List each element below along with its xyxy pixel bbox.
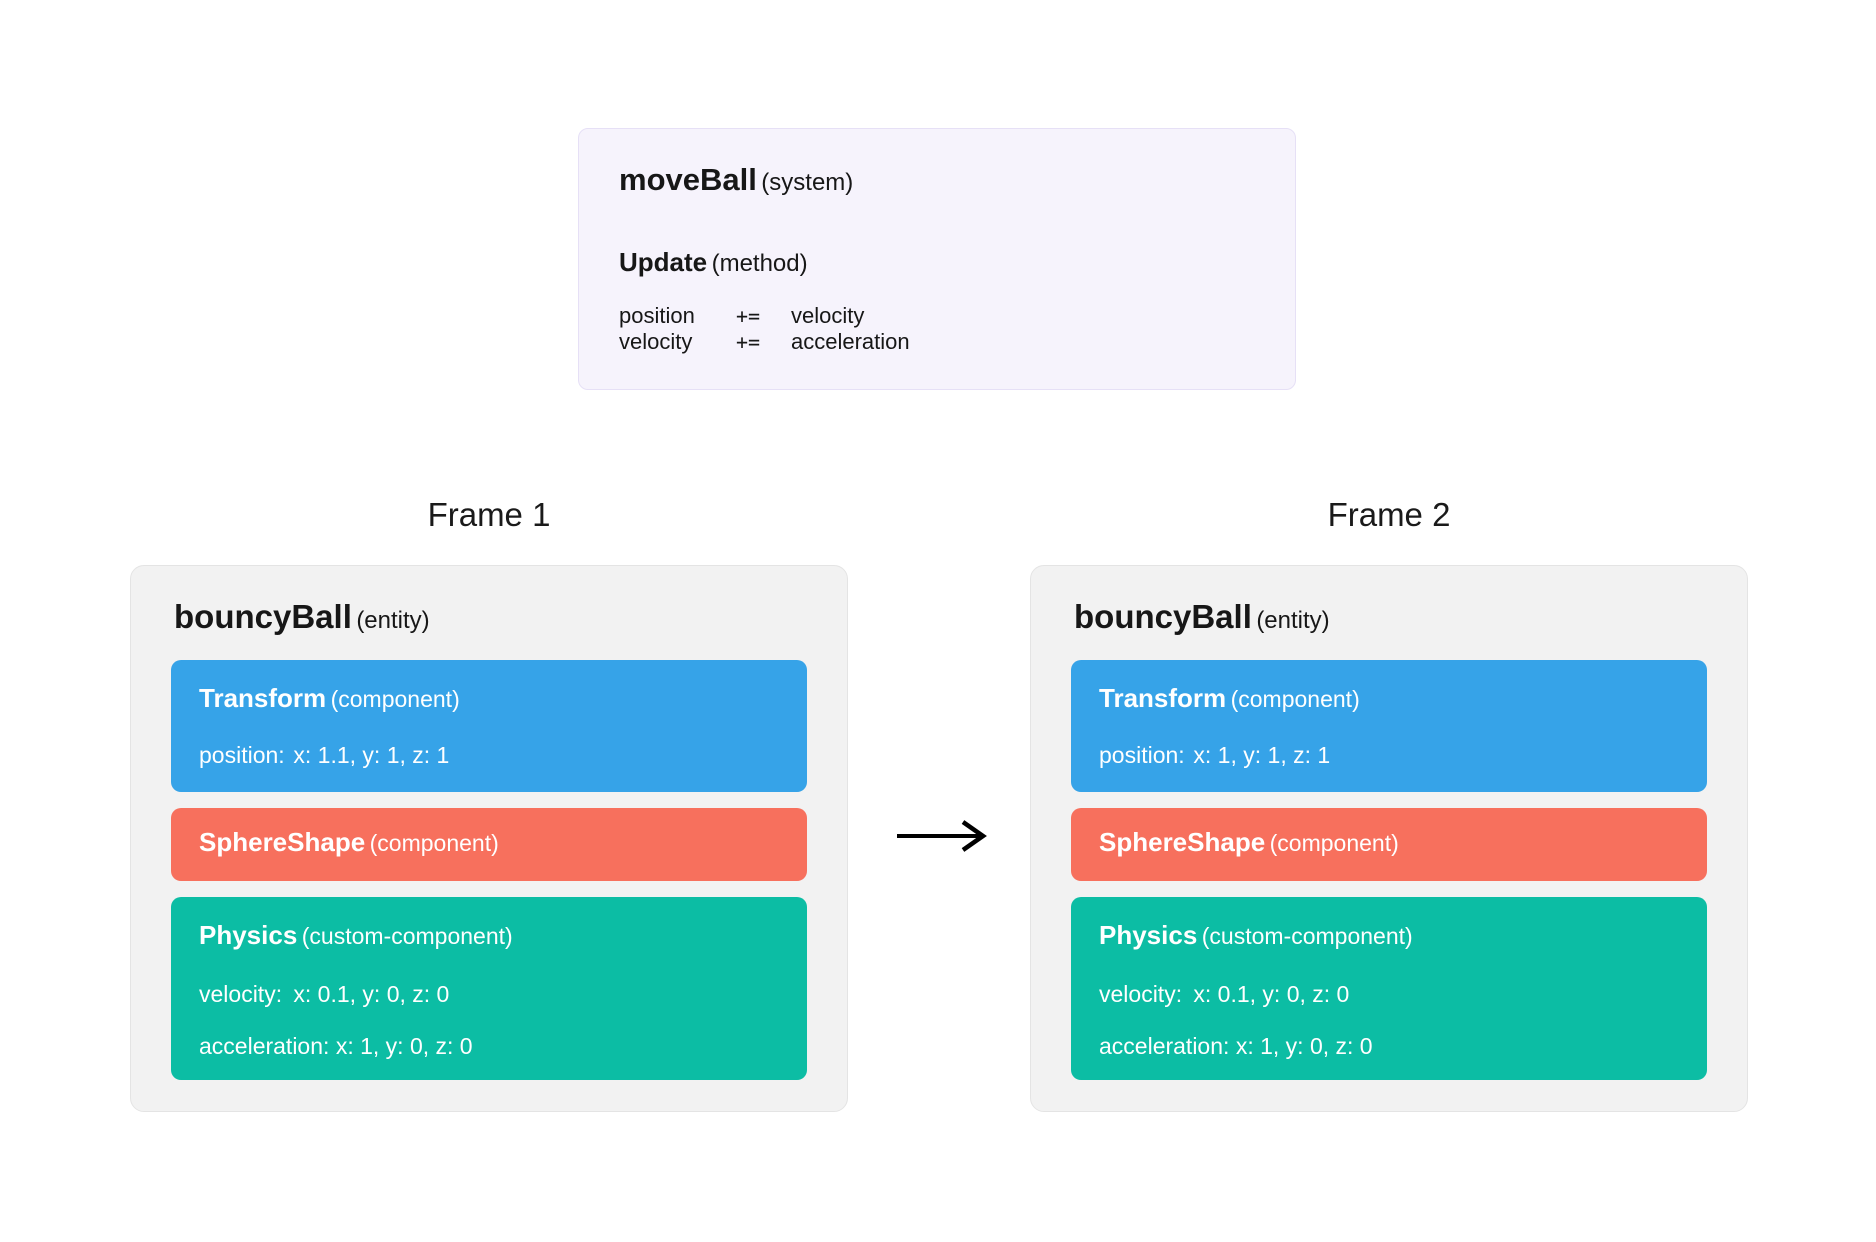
component-name: Transform <box>199 683 327 713</box>
component-type-label: (component) <box>369 830 499 856</box>
property-key: position: <box>199 742 285 768</box>
sphereshape-component-box: SphereShape (component) <box>1071 808 1707 881</box>
component-name: Physics <box>1099 920 1198 950</box>
transform-component-box: Transform (component) position: x: 1, y:… <box>1071 660 1707 792</box>
system-name: moveBall <box>619 162 757 197</box>
property-key: velocity: <box>1099 981 1183 1007</box>
method-title: Update (method) <box>619 247 1255 282</box>
code-target: velocity <box>619 329 693 354</box>
system-title: moveBall (system) <box>619 159 1255 207</box>
property-value: x: 1, y: 0, z: 0 <box>335 1033 473 1059</box>
entity-type-label: (entity) <box>1256 607 1330 634</box>
frame-transition-arrow <box>890 818 990 854</box>
entity-card-frame-1: bouncyBall (entity) Transform (component… <box>130 565 848 1112</box>
method-code: position += velocity velocity += acceler… <box>619 303 1255 355</box>
component-type-label: (component) <box>1230 686 1360 712</box>
method-name: Update <box>619 247 708 277</box>
component-name: SphereShape <box>1099 827 1266 857</box>
right-arrow-icon <box>897 820 987 852</box>
component-name: Physics <box>199 920 298 950</box>
component-type-label: (component) <box>1269 830 1399 856</box>
property-row: acceleration: x: 1, y: 0, z: 0 <box>199 1032 779 1060</box>
entity-heading: bouncyBall (entity) <box>1071 595 1707 646</box>
method-type-label: (method) <box>711 250 808 277</box>
frame-1-label: Frame 1 <box>427 496 551 533</box>
property-row: acceleration: x: 1, y: 0, z: 0 <box>1099 1032 1679 1060</box>
system-type-label: (system) <box>761 169 854 196</box>
component-type-label: (component) <box>330 686 460 712</box>
system-card: moveBall (system) Update (method) positi… <box>578 128 1296 390</box>
code-target: position <box>619 303 695 328</box>
component-title: Transform (component) <box>199 682 779 719</box>
property-value: x: 0.1, y: 0, z: 0 <box>293 981 450 1007</box>
property-key: position: <box>1099 742 1185 768</box>
property-row: velocity: x: 0.1, y: 0, z: 0 <box>199 980 779 1008</box>
property-key: acceleration: <box>199 1033 330 1059</box>
plus-equals-operator: += <box>736 304 761 328</box>
entity-type-label: (entity) <box>356 607 430 634</box>
code-source: acceleration <box>791 329 910 354</box>
property-value: x: 0.1, y: 0, z: 0 <box>1193 981 1350 1007</box>
component-title: SphereShape (component) <box>1099 826 1399 863</box>
plus-equals-operator: += <box>736 330 761 354</box>
property-row: position: x: 1.1, y: 1, z: 1 <box>199 741 779 769</box>
property-value: x: 1, y: 1, z: 1 <box>1193 742 1331 768</box>
component-name: Transform <box>1099 683 1227 713</box>
code-source: velocity <box>791 303 865 328</box>
transform-component-box: Transform (component) position: x: 1.1, … <box>171 660 807 792</box>
component-title: SphereShape (component) <box>199 826 499 863</box>
component-type-label: (custom-component) <box>301 923 513 949</box>
entity-name: bouncyBall <box>174 598 352 635</box>
component-title: Physics (custom-component) <box>199 919 779 956</box>
property-row: velocity: x: 0.1, y: 0, z: 0 <box>1099 980 1679 1008</box>
entity-name: bouncyBall <box>1074 598 1252 635</box>
physics-component-box: Physics (custom-component) velocity: x: … <box>1071 897 1707 1080</box>
physics-component-box: Physics (custom-component) velocity: x: … <box>171 897 807 1080</box>
property-row: position: x: 1, y: 1, z: 1 <box>1099 741 1679 769</box>
component-type-label: (custom-component) <box>1201 923 1413 949</box>
component-title: Physics (custom-component) <box>1099 919 1679 956</box>
property-key: velocity: <box>199 981 283 1007</box>
property-value: x: 1, y: 0, z: 0 <box>1235 1033 1373 1059</box>
sphereshape-component-box: SphereShape (component) <box>171 808 807 881</box>
property-value: x: 1.1, y: 1, z: 1 <box>293 742 450 768</box>
entity-heading: bouncyBall (entity) <box>171 595 807 646</box>
component-title: Transform (component) <box>1099 682 1679 719</box>
entity-card-frame-2: bouncyBall (entity) Transform (component… <box>1030 565 1748 1112</box>
frame-2-label: Frame 2 <box>1327 496 1451 533</box>
component-name: SphereShape <box>199 827 366 857</box>
property-key: acceleration: <box>1099 1033 1230 1059</box>
